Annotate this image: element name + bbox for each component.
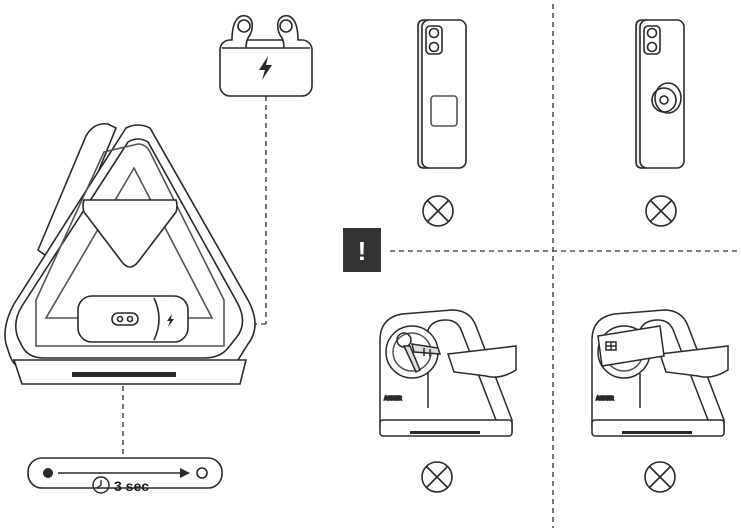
charger-cradle — [35, 143, 225, 347]
phone-camera-lens-1 — [646, 27, 658, 39]
charger-with-card: ANKER — [591, 309, 729, 437]
mini-charger-flap — [446, 345, 517, 378]
mini-charger-strip — [410, 431, 480, 434]
phone-camera-lens-2 — [428, 41, 440, 53]
left-earbud-tip — [237, 19, 251, 33]
reset-slider-start-dot — [43, 468, 53, 478]
pad-lightning-icon — [167, 314, 174, 327]
device-brand-label: ANKER — [596, 396, 614, 402]
lightning-bolt-icon — [259, 56, 272, 80]
reset-instruction: 3 sec — [27, 457, 223, 494]
charger-body-inner — [14, 138, 244, 359]
prohibited-icon — [644, 461, 676, 493]
mini-charger-arch — [639, 319, 709, 421]
prohibited-icon — [422, 195, 454, 227]
metal-plate — [430, 95, 458, 127]
prohibited-icon — [421, 461, 453, 493]
phone-with-metal-plate — [417, 19, 467, 169]
warning-symbol: ! — [358, 236, 367, 266]
ring-holder-center — [659, 95, 669, 105]
mini-charger-strip — [622, 431, 692, 434]
device-brand-label: ANKER — [384, 396, 402, 402]
prohibited-icon — [645, 195, 677, 227]
credit-card-icon — [597, 325, 665, 367]
key-ring-icon — [396, 332, 442, 374]
clock-icon — [92, 476, 110, 494]
charger-with-keys: ANKER — [379, 309, 517, 437]
main-charger — [4, 122, 256, 385]
earbuds-case — [219, 14, 313, 97]
phone-camera-lens-2 — [646, 41, 658, 53]
phone-back — [421, 19, 467, 169]
charger-port-pin-right — [126, 315, 134, 323]
phone-camera-lens-1 — [428, 27, 440, 39]
phone-with-ring-holder — [635, 19, 685, 169]
earbud-pad-divider — [153, 297, 160, 341]
reset-slider-arrow-head — [180, 468, 190, 478]
reset-slider-end-dot — [196, 467, 208, 479]
charger-back-panel — [37, 122, 118, 268]
mini-charger-flap — [658, 345, 729, 378]
charger-phone-pad — [82, 199, 178, 268]
reset-duration: 3 sec — [114, 478, 149, 494]
mini-charger-arch — [427, 319, 497, 421]
charger-port — [111, 312, 139, 326]
warning-badge-bg — [343, 228, 381, 272]
ring-holder-loop — [654, 82, 682, 114]
warning-badge: ! — [343, 228, 381, 272]
charger-base-strip — [72, 372, 176, 377]
charger-port-pin-left — [116, 315, 124, 323]
right-earbud-tip — [279, 19, 293, 33]
